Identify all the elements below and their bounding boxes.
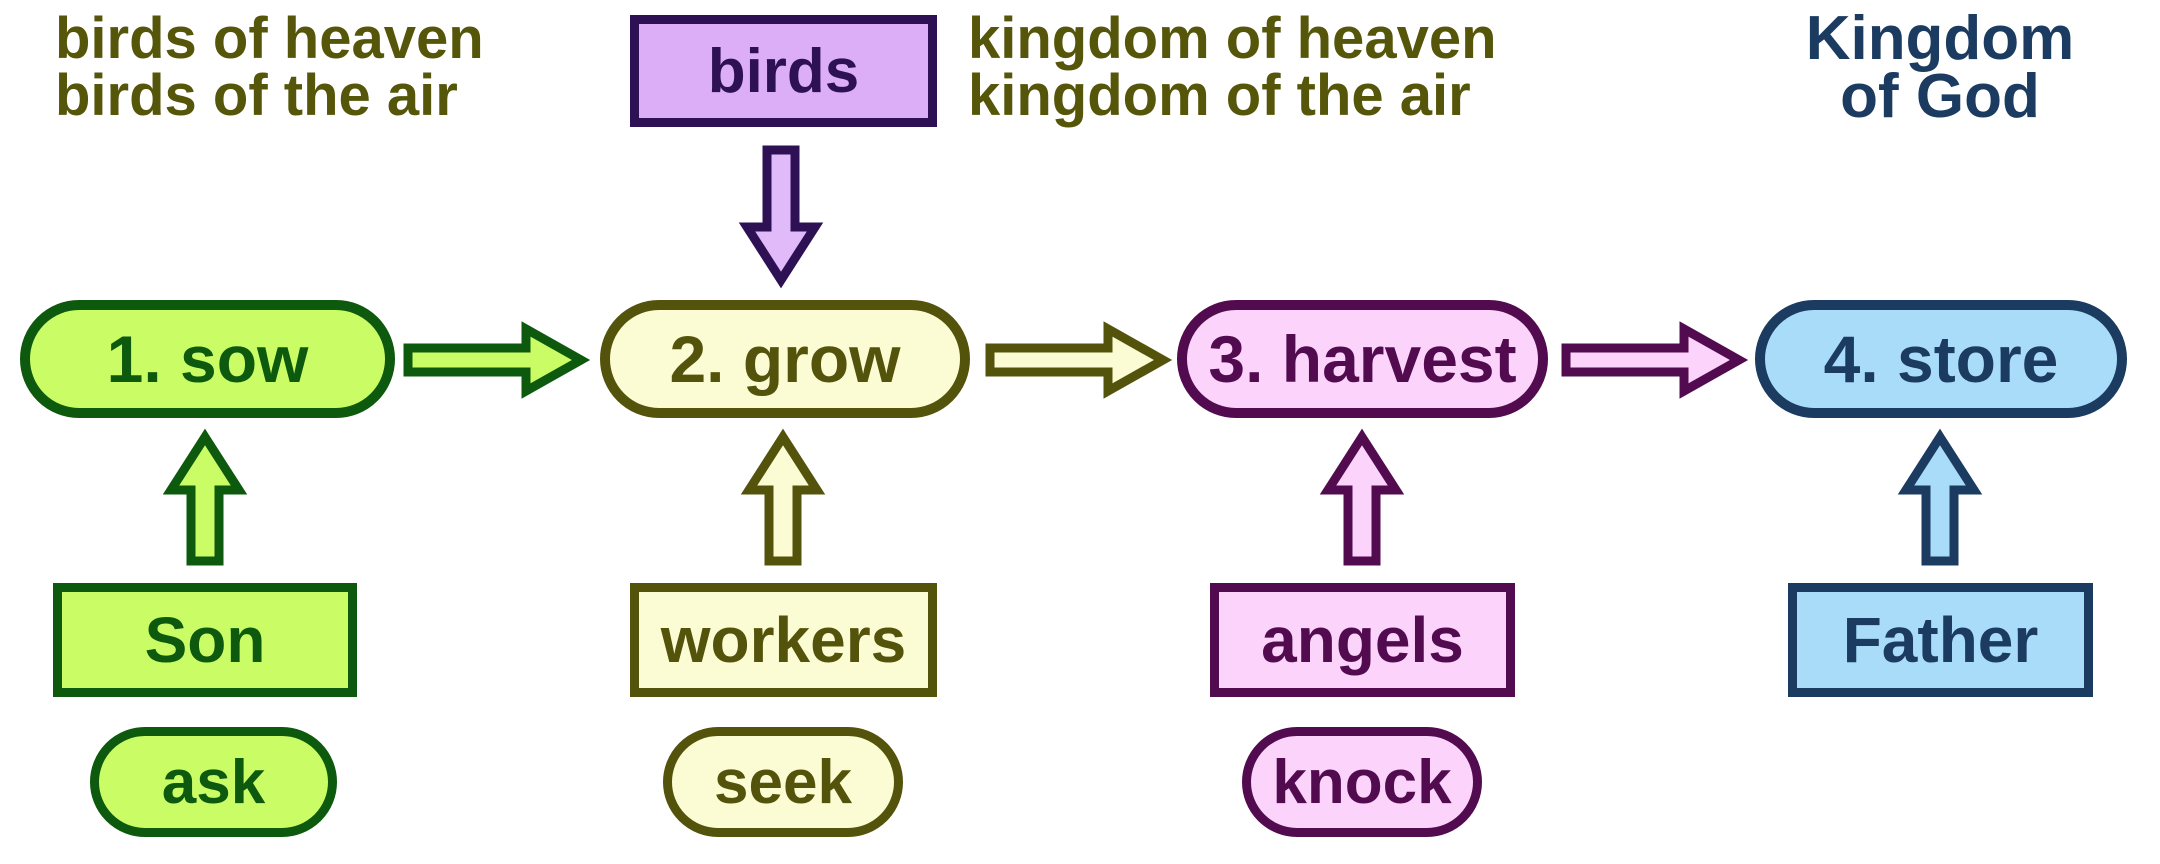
kingdom-of-god-label: Kingdom of God [1750,4,2130,131]
right-arrow-icon [1561,321,1749,399]
kingdom-of-god-line2: of God [1840,62,2040,131]
source-box-workers: workers [630,583,937,697]
birds-box-label: birds [707,36,860,106]
source-box-father: Father [1788,583,2093,697]
up-arrow-icon [162,428,248,566]
stage-pill-grow: 2. grow [600,300,970,418]
birds-box: birds [630,15,937,127]
birds-synonyms-label: birds of heaven birds of the air [55,6,484,128]
up-arrow-icon [1319,428,1405,566]
up-arrow-icon [1897,428,1983,566]
stage-pill-sow: 1. sow [20,300,395,418]
source-box-angels: angels [1210,583,1515,697]
source-box-son: Son [53,583,357,697]
stage-pill-store: 4. store [1755,300,2127,418]
action-pill-knock: knock [1242,727,1482,837]
stage-pill-harvest: 3. harvest [1177,300,1548,418]
kingdom-synonyms-label: kingdom of heaven kingdom of the air [968,6,1497,128]
birds-synonyms-line2: birds of the air [55,63,458,128]
down-arrow-icon [738,145,824,289]
birds-synonyms-line1: birds of heaven [55,6,484,71]
up-arrow-icon [740,428,826,566]
kingdom-synonyms-line2: kingdom of the air [968,63,1471,128]
action-pill-ask: ask [90,727,337,837]
kingdom-synonyms-line1: kingdom of heaven [968,6,1497,71]
kingdom-of-god-line1: Kingdom [1805,4,2075,73]
right-arrow-icon [985,321,1173,399]
right-arrow-icon [403,321,591,399]
action-pill-seek: seek [663,727,903,837]
